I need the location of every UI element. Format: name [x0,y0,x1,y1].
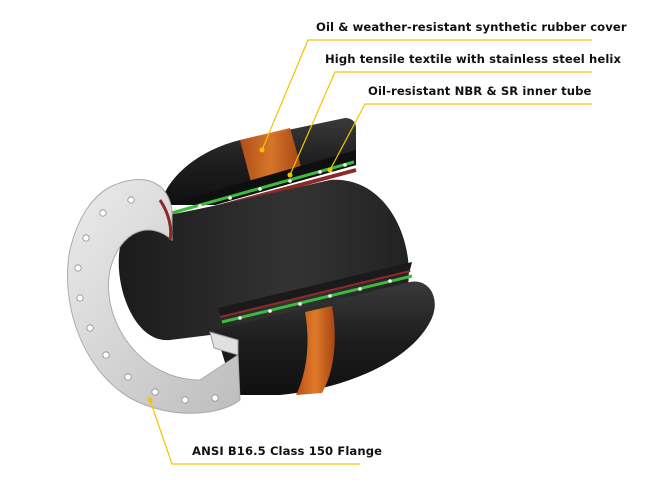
leader-inner [329,103,592,171]
orange-cover-band-lower [296,306,335,395]
upper-hose-wall [160,118,357,221]
leader-cover [261,39,592,151]
inner-bore [118,179,409,341]
label-inner: Oil-resistant NBR & SR inner tube [368,84,592,98]
steel-helix [198,163,347,208]
leader-textile [289,71,592,176]
flange [67,179,241,414]
leader-lines [147,39,592,465]
label-cover: Oil & weather-resistant synthetic rubber… [316,20,627,34]
label-textile: High tensile textile with stainless stee… [325,52,622,66]
leader-flange [149,399,360,465]
label-flange: ANSI B16.5 Class 150 Flange [192,444,383,458]
lower-hose-wall [215,262,435,395]
flange-bolt-holes [74,196,219,404]
